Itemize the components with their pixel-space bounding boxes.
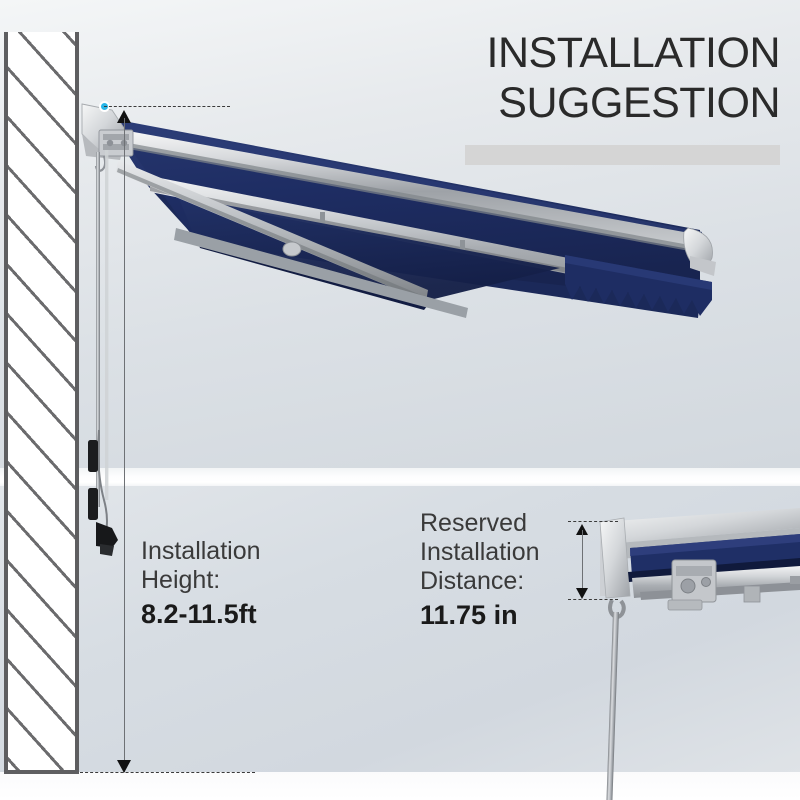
- title-accent-bar: [465, 145, 780, 165]
- background-floor-strip: [0, 772, 800, 800]
- background-seam: [0, 468, 800, 487]
- awning-valance: [565, 255, 712, 316]
- callout-reserved-installation-distance: Reserved Installation Distance: 11.75 in: [420, 509, 540, 631]
- callout-distance-label-line1: Reserved: [420, 509, 527, 537]
- callout-distance-value: 11.75 in: [420, 600, 518, 630]
- arrow-up-icon: [576, 524, 588, 535]
- height-dimension-extension-line-bottom: [80, 772, 255, 773]
- detail-crank-rod: [606, 599, 626, 800]
- title-line-1: INSTALLATION: [486, 29, 781, 77]
- wall-hatch-pattern: [8, 32, 75, 774]
- callout-distance-label-line3: Distance:: [420, 567, 525, 595]
- awning-crank-rod: [96, 150, 109, 507]
- awning-front-bar: [112, 128, 706, 254]
- wall-base-line: [4, 770, 79, 774]
- wall-section: [4, 32, 79, 774]
- callout-installation-height: Installation Height: 8.2-11.5ft: [141, 537, 261, 630]
- arrow-up-icon: [117, 110, 131, 123]
- callout-height-label-line1: Installation: [141, 537, 261, 565]
- awning-support-rail: [174, 228, 468, 318]
- awning-end-cap: [683, 227, 716, 276]
- awning-wall-bracket: [81, 103, 134, 172]
- height-dimension-line: [123, 118, 125, 772]
- distance-dimension-extension-line-bottom: [568, 599, 618, 600]
- height-dimension-extension-line-top: [104, 106, 230, 107]
- page-title: INSTALLATION SUGGESTION: [310, 28, 781, 129]
- awning-folding-arm: [116, 160, 428, 302]
- detail-cassette: [599, 508, 800, 611]
- arrow-down-icon: [576, 588, 588, 599]
- callout-height-value: 8.2-11.5ft: [141, 599, 257, 629]
- arrow-down-icon: [117, 760, 131, 773]
- distance-dimension-line: [581, 530, 583, 592]
- callout-distance-label-line2: Installation: [420, 538, 540, 566]
- callout-height-label-line2: Height:: [141, 566, 221, 594]
- power-cord: [88, 429, 118, 556]
- title-line-2: SUGGESTION: [498, 79, 780, 128]
- distance-dimension-extension-line-top: [568, 521, 618, 522]
